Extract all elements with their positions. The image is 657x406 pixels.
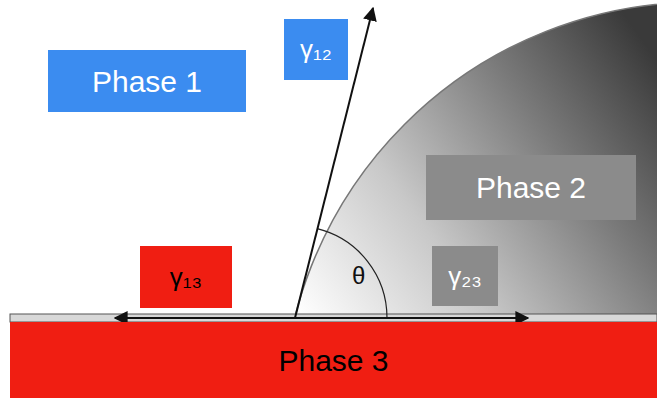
phase-label: Phase 2 — [426, 155, 636, 220]
label-text: γ₁₂ — [300, 35, 332, 64]
label-text: γ₁₃ — [170, 263, 202, 292]
liquid-drop — [282, 2, 657, 318]
phase-label: Phase 1 — [48, 50, 246, 112]
tension-label: γ₂₃ — [432, 246, 498, 306]
substrate-band: Phase 3 — [10, 322, 657, 398]
label-text: Phase 3 — [278, 344, 388, 377]
label-text: Phase 2 — [476, 171, 586, 204]
tension-label: γ₁₃ — [140, 246, 232, 308]
angle-symbol: θ — [352, 262, 365, 290]
tension-vector — [115, 317, 295, 319]
label-text: Phase 1 — [92, 65, 202, 98]
label-text: γ₂₃ — [448, 262, 482, 291]
solid-surface — [10, 314, 657, 322]
angle-arc — [317, 229, 387, 318]
tension-label: γ₁₂ — [284, 19, 348, 80]
tension-vector — [295, 317, 528, 319]
